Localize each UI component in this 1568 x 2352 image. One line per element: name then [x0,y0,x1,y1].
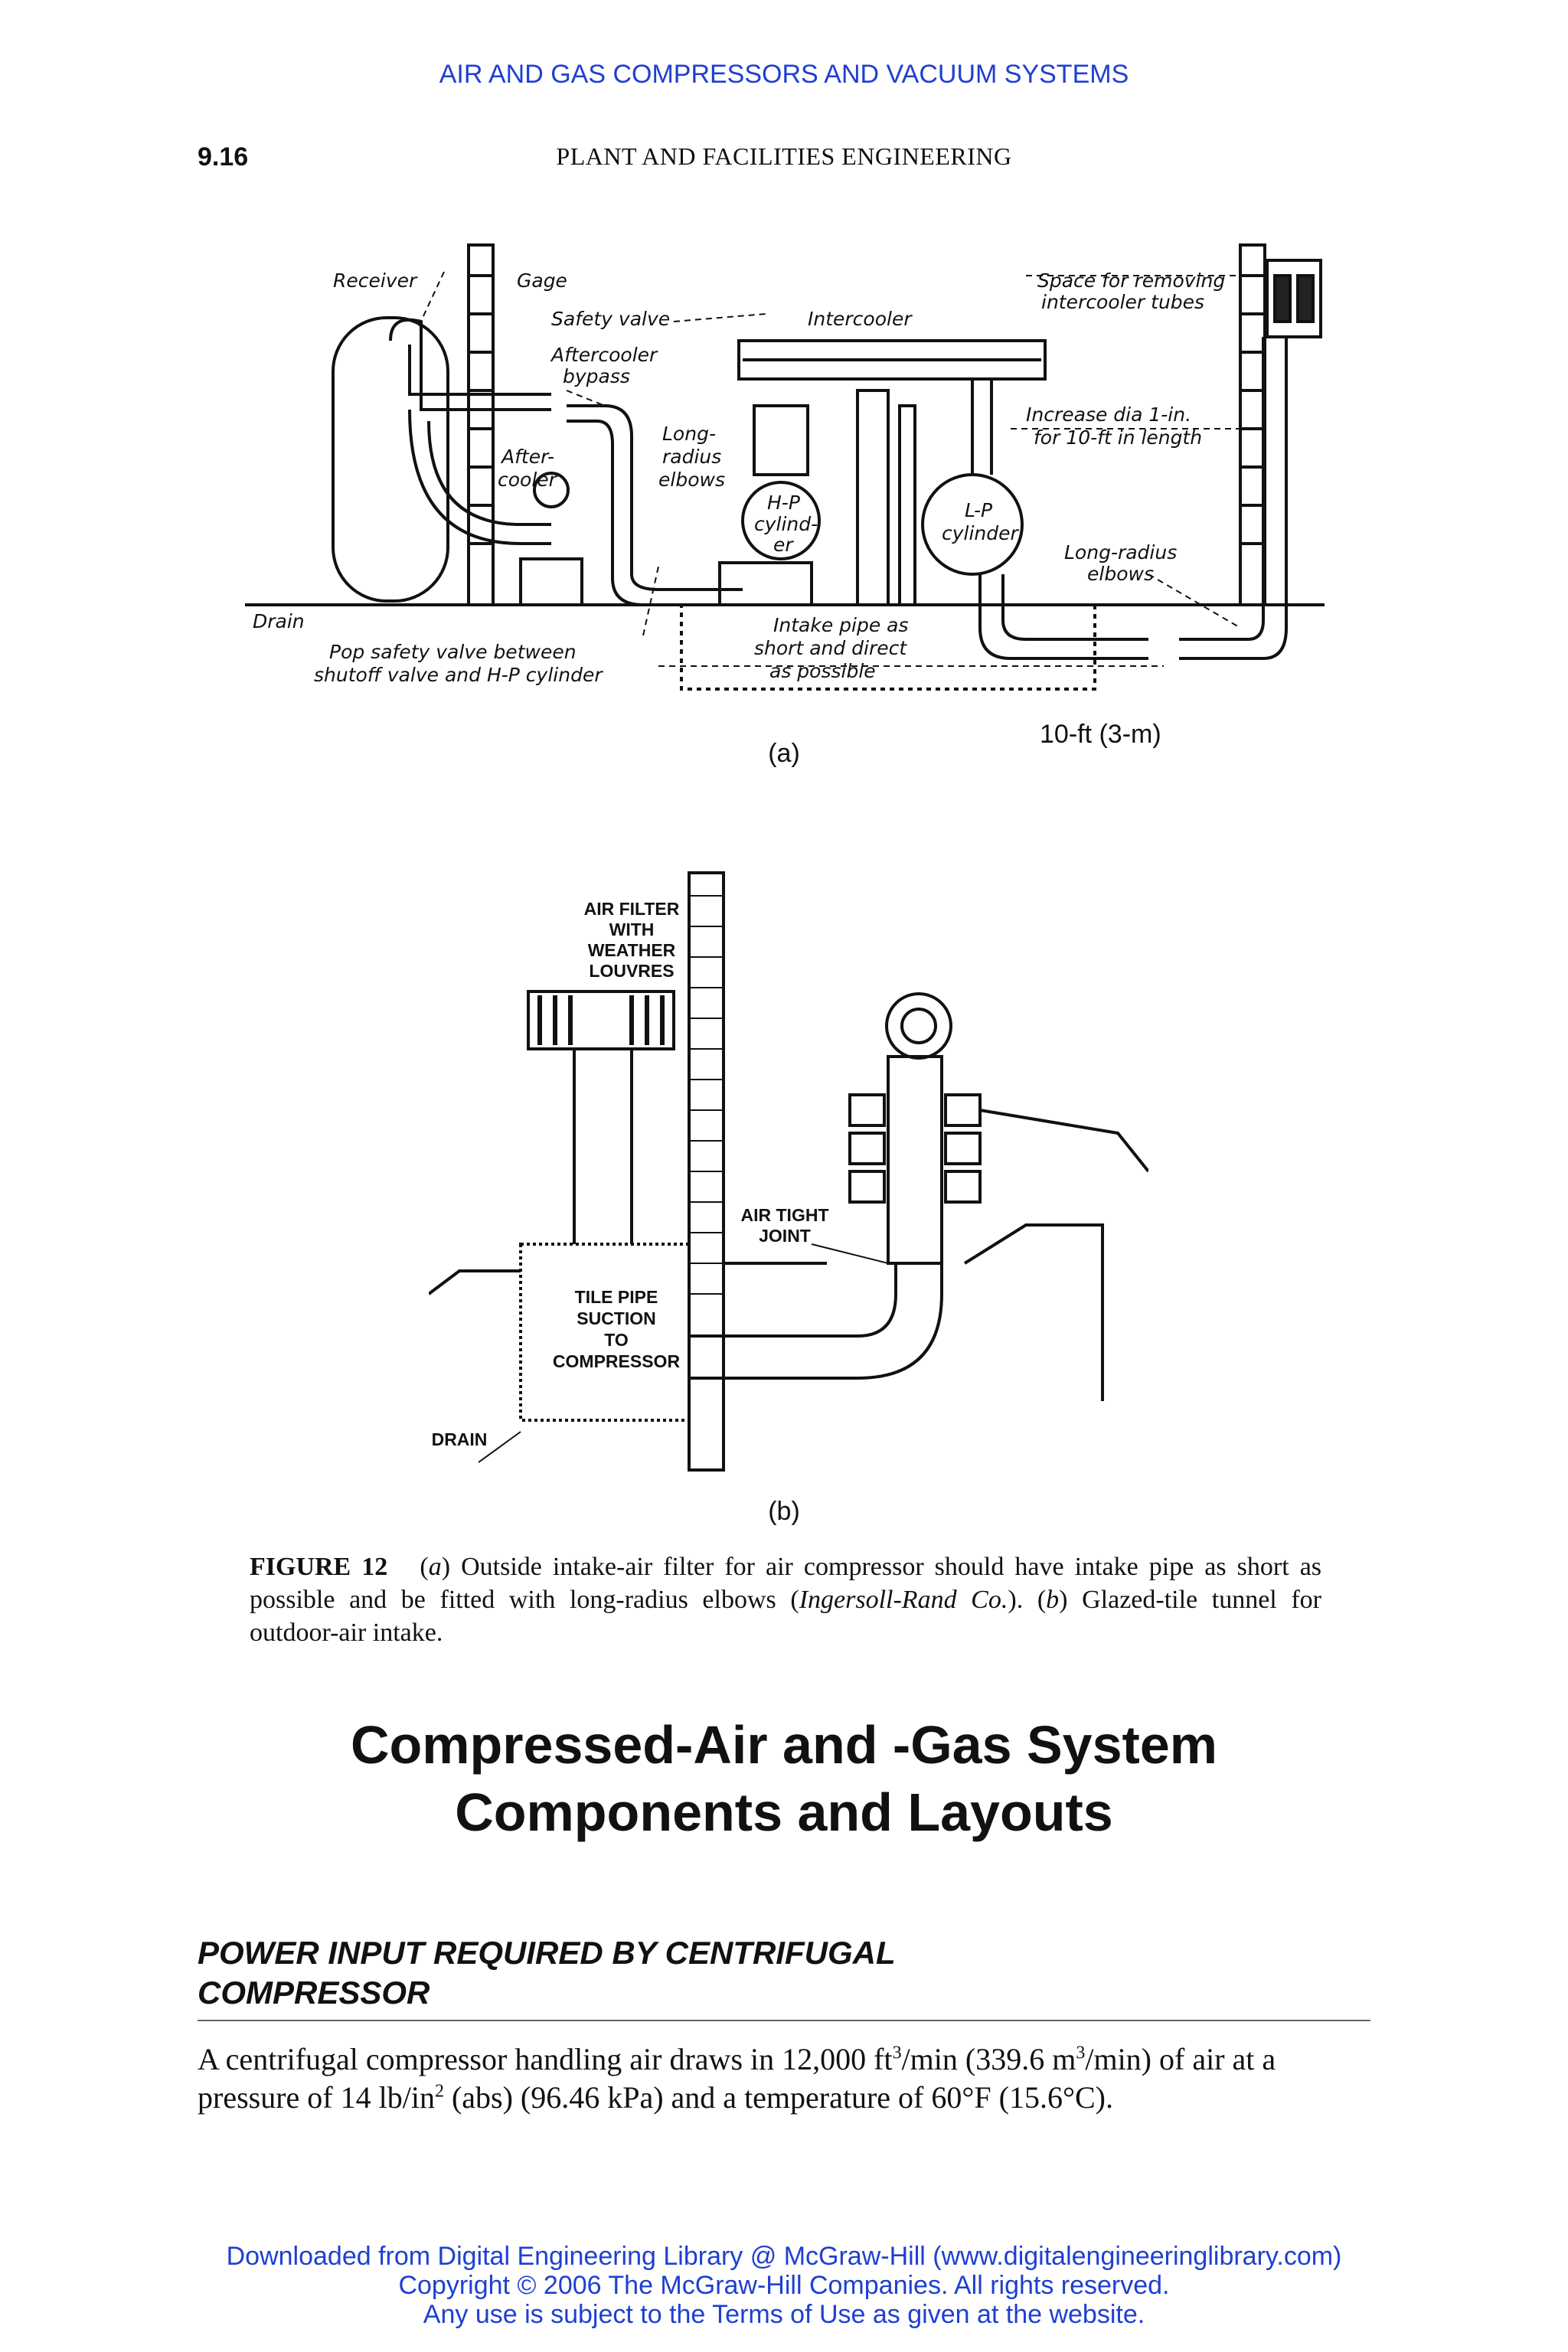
footer-line-2: Copyright © 2006 The McGraw-Hill Compani… [398,2271,1170,2300]
tile-pipe-chamber [519,1243,691,1422]
label-tile-pipe: TILE PIPE [575,1287,658,1307]
subsection-heading: POWER INPUT REQUIRED BY CENTRIFUGAL COMP… [198,1933,1346,2013]
subsection-line-2: COMPRESSOR [198,1975,430,2011]
label-long-radius-3: elbows [658,469,725,491]
figure-a-sublabel: (a) [768,739,800,768]
label-hp-cylinder-2: cylind- [754,513,818,535]
figure-b-diagram: AIR FILTER WITH WEATHER LOUVRES AIR TIGH… [429,871,1148,1472]
caption-figure-id: FIGURE 12 [250,1553,388,1581]
figure-a-note: 10-ft (3-m) [1040,720,1161,749]
body-paragraph: A centrifugal compressor handling air dr… [198,2040,1377,2117]
body-part-4: (abs) (96.46 kPa) and a temperature of 6… [443,2080,1113,2115]
footer-line-1[interactable]: Downloaded from Digital Engineering Libr… [226,2242,1342,2271]
label-intake-pipe: Intake pipe as [773,614,909,636]
compressor-body [887,1055,943,1265]
label-air-tight-joint-2: JOINT [759,1226,811,1246]
label-safety-valve: Safety valve [551,308,670,330]
label-air-filter: AIR FILTER [584,899,680,919]
label-lp-cylinder: L-P [965,499,993,521]
body-part-2: /min (339.6 m [901,2042,1076,2076]
caption-text-b: Glazed-tile tunnel for outdoor-air intak… [250,1586,1322,1647]
label-hp-cylinder: H-P [767,492,801,514]
aftercooler [533,472,570,508]
label-aftercooler: After- [500,446,554,468]
label-increase-2: for 10-ft in length [1034,426,1202,449]
label-drain-b: DRAIN [432,1429,488,1449]
compressor-top [885,992,952,1060]
section-title: Compressed-Air and -Gas System Component… [0,1711,1568,1846]
figure-caption: FIGURE 12 (a) Outside intake-air filter … [250,1553,1322,1647]
label-intake-pipe-2: short and direct [754,637,907,659]
label-air-filter-2: WITH [609,920,655,939]
section-title-line-1: Compressed-Air and -Gas System [350,1715,1218,1775]
caption-part-b: b [1046,1586,1060,1614]
receiver-tank [332,316,449,603]
subsection-line-1: POWER INPUT REQUIRED BY CENTRIFUGAL [198,1935,896,1971]
label-tile-pipe-4: COMPRESSOR [553,1351,681,1371]
footer: Downloaded from Digital Engineering Libr… [0,2242,1568,2329]
running-header: AIR AND GAS COMPRESSORS AND VACUUM SYSTE… [439,60,1129,89]
label-air-filter-3: WEATHER [588,940,676,960]
label-intercooler: Intercooler [808,308,913,330]
hp-cylinder [741,481,821,560]
heading-rule [198,2020,1370,2021]
label-tile-pipe-3: TO [604,1330,629,1350]
label-long-radius: Long- [662,423,716,445]
body-sup-3: 2 [434,2081,444,2102]
label-aftercooler-bypass-2: bypass [563,365,630,387]
label-pop-safety: Pop safety valve between [329,641,577,663]
label-air-filter-4: LOUVRES [589,961,674,981]
body-sup-2: 3 [1076,2043,1086,2063]
label-tile-pipe-2: SUCTION [577,1308,656,1328]
air-filter [527,990,675,1050]
book-title: PLANT AND FACILITIES ENGINEERING [556,142,1012,170]
body-part-1: A centrifugal compressor handling air dr… [198,2042,893,2076]
page-number: 9.16 [198,142,249,172]
label-hp-cylinder-3: er [773,534,794,556]
label-space-2: intercooler tubes [1041,291,1204,313]
intake-filter-box [1266,259,1322,338]
section-title-line-2: Components and Layouts [455,1782,1113,1842]
caption-text-a: Outside intake-air filter for air compre… [250,1553,1322,1614]
label-intake-pipe-3: as possible [769,660,876,682]
label-air-tight-joint: AIR TIGHT [741,1205,829,1225]
label-aftercooler-2: cooler [498,469,558,491]
label-gage: Gage [517,270,567,292]
label-aftercooler-bypass: Aftercooler [550,344,658,366]
label-lp-cylinder-2: cylinder [942,522,1020,544]
brick-wall-left [467,243,495,606]
figure-b-sublabel: (b) [768,1497,800,1526]
figure-a-diagram: Receiver Gage Safety valve Aftercooler b… [245,243,1325,691]
label-drain: Drain [253,610,305,632]
footer-line-3: Any use is subject to the Terms of Use a… [423,2300,1145,2329]
label-space: Space for removing [1037,270,1225,292]
label-pop-safety-2: shutoff valve and H-P cylinder [314,664,603,686]
label-long-radius-elbows: Long-radius [1064,541,1177,564]
body-sup-1: 3 [892,2043,902,2063]
body-part-3: /min) of air at a pressure of 14 lb/in [198,2042,1276,2115]
intercooler [737,339,1047,381]
caption-part-a: a [428,1553,442,1581]
label-long-radius-2: radius [662,446,721,468]
label-receiver: Receiver [333,270,418,292]
label-long-radius-elbows-2: elbows [1087,563,1154,585]
label-increase: Increase dia 1-in. [1026,403,1191,426]
caption-credit: Ingersoll-Rand Co. [799,1586,1008,1614]
